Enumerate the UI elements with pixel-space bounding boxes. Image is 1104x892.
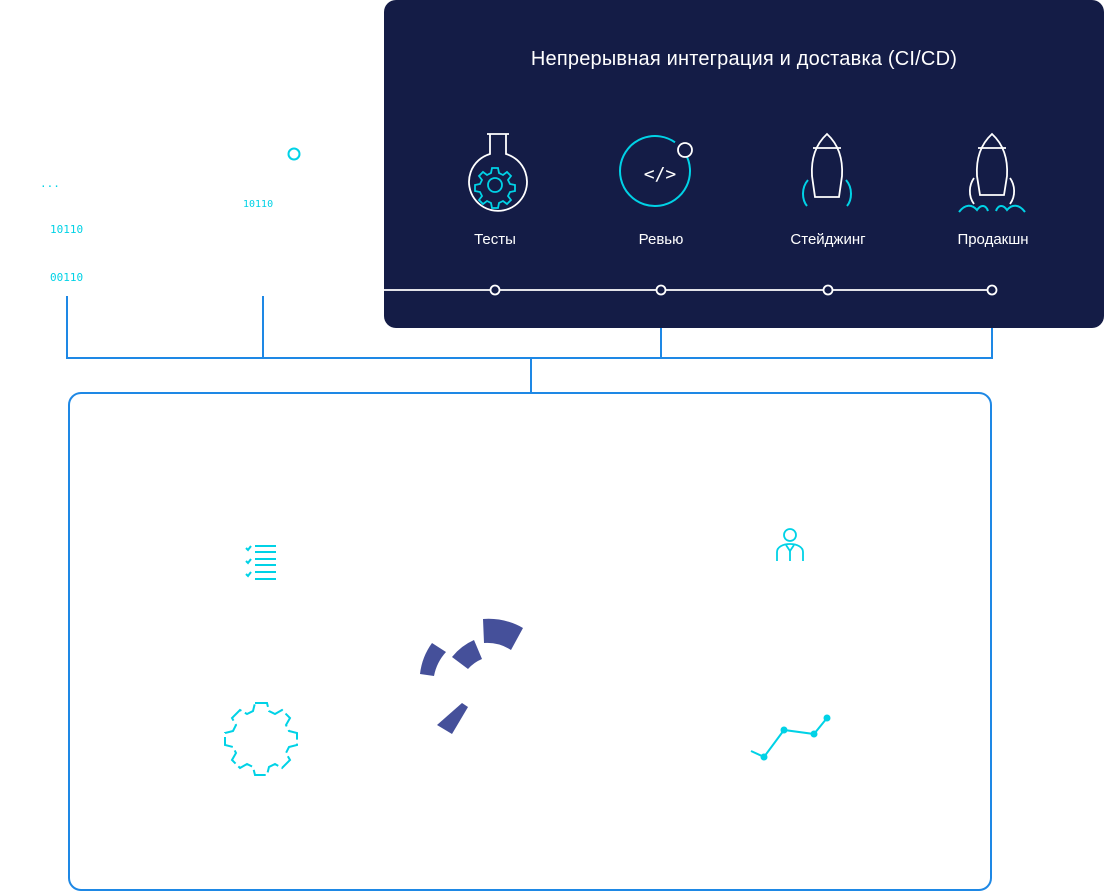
timeline-node <box>489 284 501 296</box>
timeline-node <box>655 284 667 296</box>
binary-line: 00110 <box>50 271 84 284</box>
svg-text:</>: </> <box>644 164 677 185</box>
code-review-icon: </> <box>619 135 693 208</box>
flask-gear-icon <box>468 133 528 212</box>
cicd-title: Непрерывная интеграция и доставка (CI/CD… <box>530 48 958 70</box>
binary-line: 10110 <box>243 199 274 210</box>
pipeline-timeline <box>384 284 998 296</box>
cicd-panel: Непрерывная интеграция и доставка (CI/CD… <box>384 0 1104 328</box>
stage-label-review: Ревью <box>638 231 684 248</box>
stage-label-production: Продакшн <box>957 231 1029 248</box>
binary-line: 10110 <box>50 223 84 236</box>
timeline-node <box>986 284 998 296</box>
binary-code-left: ... 10110 00110 <box>40 146 83 302</box>
rocket-launch-icon <box>958 132 1026 213</box>
stage-label-tests: Тесты <box>474 231 516 248</box>
timeline-node <box>822 284 834 296</box>
rocket-icon <box>802 132 852 207</box>
binary-dots: ... <box>40 177 60 190</box>
stage-label-staging: Стейджинг <box>790 231 866 248</box>
binary-code-right: 10110 <box>243 165 273 229</box>
